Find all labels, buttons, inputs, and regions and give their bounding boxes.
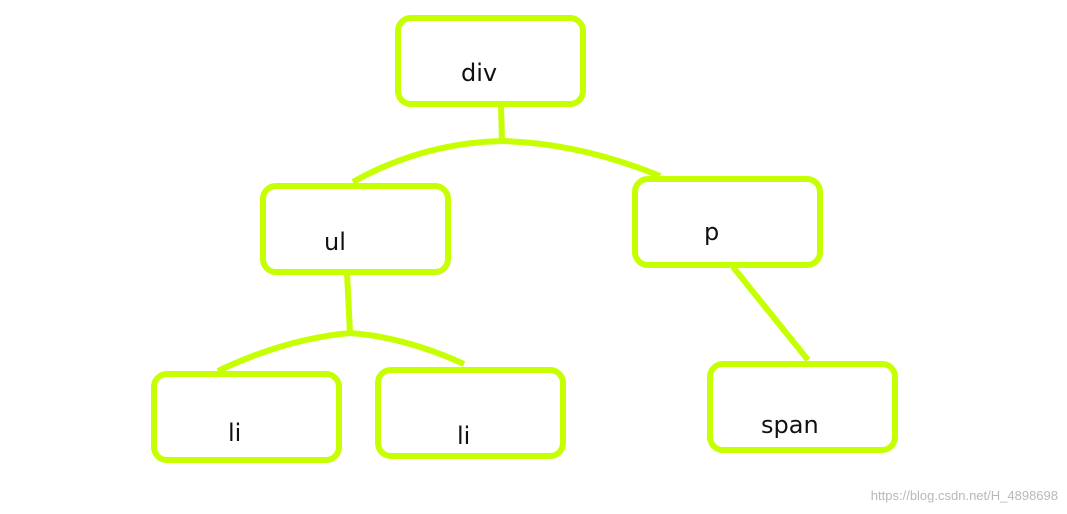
node-div-label: div [461,59,498,87]
node-p-label: p [704,218,720,246]
node-li-right-label: li [457,422,471,450]
node-li-right: li [375,367,566,459]
watermark: https://blog.csdn.net/H_4898698 [870,488,1058,503]
node-li-left-label: li [228,419,242,447]
connector-div-p [501,138,662,179]
connector-p-span [730,265,811,362]
connector-ul-li-right [349,330,466,367]
node-span-label: span [761,411,819,439]
connector-ul-li-left [216,330,351,374]
node-ul-label: ul [324,228,346,256]
connector-div-trunk [498,105,505,142]
node-div: div [395,15,586,107]
node-p: p [632,176,823,268]
node-span: span [707,361,898,453]
node-li-left: li [151,371,342,463]
connector-div-ul [351,138,503,185]
node-ul: ul [260,183,451,275]
connector-ul-trunk [344,272,353,334]
